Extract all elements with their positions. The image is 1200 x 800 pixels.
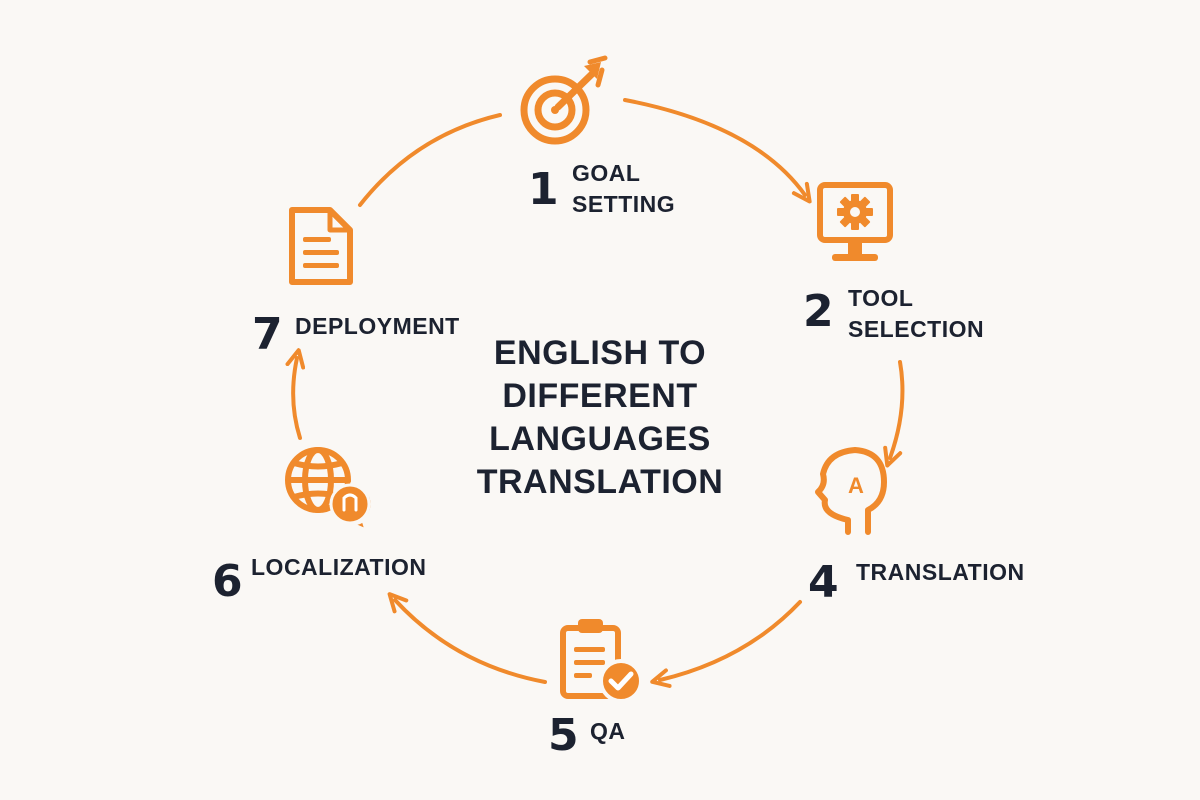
step-1-number: 1 bbox=[528, 164, 559, 215]
step-4-number: 4 bbox=[808, 557, 839, 608]
arrow-translation-to-qa bbox=[650, 600, 802, 688]
svg-text:A: A bbox=[848, 473, 864, 498]
arrow-tool-to-translation bbox=[883, 360, 905, 468]
step-7-label: DEPLOYMENT bbox=[295, 313, 460, 339]
step-2-number: 2 bbox=[803, 286, 834, 337]
clipboard-check-icon bbox=[560, 619, 643, 703]
step-6-number: 6 bbox=[212, 556, 243, 607]
step-2-label: TOOL SELECTION bbox=[848, 285, 985, 342]
arrow-goal-to-tool bbox=[623, 98, 812, 204]
step-6-label: LOCALIZATION bbox=[251, 554, 427, 580]
arrow-deployment-to-goal bbox=[358, 113, 502, 207]
target-icon bbox=[520, 55, 608, 145]
arrow-qa-to-localization bbox=[387, 592, 547, 684]
step-5-label: QA bbox=[590, 718, 626, 744]
arrow-localization-to-deployment bbox=[285, 348, 306, 440]
step-4-label: TRANSLATION bbox=[856, 559, 1025, 585]
step-5-number: 5 bbox=[548, 710, 579, 761]
diagram-title: ENGLISH TO DIFFERENT LANGUAGES TRANSLATI… bbox=[476, 334, 724, 501]
head-letter-icon: A bbox=[815, 447, 887, 535]
step-1-label: GOAL SETTING bbox=[572, 160, 676, 217]
monitor-gear-icon bbox=[817, 182, 893, 261]
step-7-number: 7 bbox=[252, 309, 283, 360]
globe-chat-icon bbox=[285, 447, 374, 533]
document-icon bbox=[289, 207, 353, 285]
